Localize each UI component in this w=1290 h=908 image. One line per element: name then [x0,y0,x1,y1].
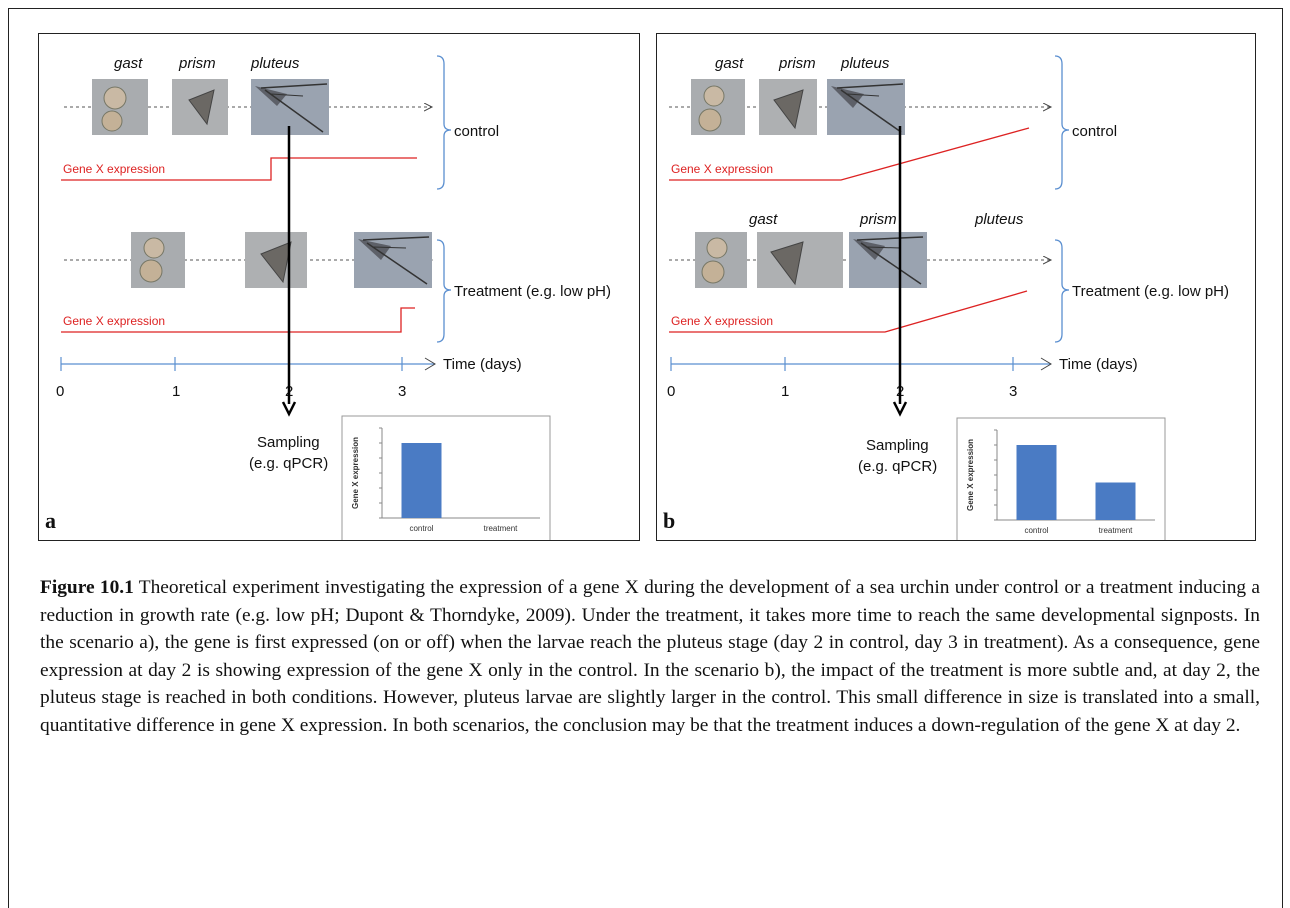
thumb-gast-top [691,79,745,135]
gene-line-treatment [669,290,1028,333]
chart-bar-treatment [1095,482,1136,520]
panel-letter-b: b [663,508,676,533]
thumb-pluteus-bottom [354,232,432,288]
gene-label-control: Gene X expression [671,162,773,176]
thumb-gast-top [92,79,148,135]
thumb-pluteus-bottom [849,232,927,288]
thumb-prism-top [172,79,228,135]
stage-label-gast-top: gast [715,55,744,72]
stage-label-pluteus-bottom: pluteus [974,211,1024,228]
figure-panel-a: gast prism pluteus control Gene X expres… [38,33,640,541]
chart-bar-control [401,443,442,518]
gene-label-control: Gene X expression [63,162,165,176]
treatment-label: Treatment (e.g. low pH) [1072,283,1229,300]
sampling-method-label: (e.g. qPCR) [858,458,937,475]
time-tick-label-1: 1 [781,383,789,400]
figure-panel-b: gast prism pluteus control Gene X expres… [656,33,1256,541]
chart-category-label-treatment: treatment [1099,526,1134,535]
control-label: control [454,123,499,140]
time-axis-arrow [424,357,436,371]
gene-label-treatment: Gene X expression [671,314,773,328]
stage-label-pluteus-top: pluteus [250,55,300,72]
stage-label-prism-top: prism [178,55,216,72]
time-tick-label-3: 3 [1009,383,1017,400]
time-tick-label-0: 0 [56,383,64,400]
gene-line-control [61,157,417,181]
time-tick-label-1: 1 [172,383,180,400]
time-axis-label: Time (days) [443,356,522,373]
control-bracket [436,55,452,190]
bar-chart-a-frame [341,415,551,540]
stage-label-gast-bottom: gast [749,211,778,228]
time-tick-label-0: 0 [667,383,675,400]
thumb-pluteus-top [251,79,329,135]
thumb-pluteus-top [827,79,905,135]
sampling-label: Sampling [866,437,929,454]
figure-caption: Figure 10.1 Theoretical experiment inves… [40,574,1260,739]
bar-chart-b: control treatment Gene X expression [966,429,1155,535]
control-bracket [1054,55,1070,190]
chart-bar-control [1016,445,1057,520]
chart-category-label-control: control [1024,526,1048,535]
chart-y-axis-label: Gene X expression [351,437,360,509]
figure-caption-text: Theoretical experiment investigating the… [40,577,1261,736]
stage-label-prism-bottom: prism [859,211,897,228]
panel-a-diagram: gast prism pluteus control Gene X expres… [56,55,611,540]
sampling-label: Sampling [257,434,320,451]
gene-line-control [669,127,1030,181]
sampling-arrowhead [892,401,908,417]
gene-line-treatment [61,307,415,333]
stage-label-pluteus-top: pluteus [840,55,890,72]
control-label: control [1072,123,1117,140]
thumb-prism-bottom [245,232,307,288]
chart-category-label-control: control [409,524,433,533]
bar-chart-a: control treatment Gene X expression [351,427,540,533]
treatment-bracket [1054,239,1070,343]
stage-label-gast-top: gast [114,55,143,72]
time-tick-label-3: 3 [398,383,406,400]
treatment-bracket [436,239,452,343]
figure-caption-label: Figure 10.1 [40,577,134,598]
panel-b-diagram: gast prism pluteus control Gene X expres… [667,55,1229,540]
time-axis-label: Time (days) [1059,356,1138,373]
page-frame [8,8,1283,908]
treatment-label: Treatment (e.g. low pH) [454,283,611,300]
stage-label-prism-top: prism [778,55,816,72]
bar-chart-b-frame [956,417,1166,540]
time-axis-arrow [1040,357,1052,371]
thumb-prism-top [759,79,817,135]
chart-y-axis-label: Gene X expression [966,439,975,511]
thumb-gast-bottom [131,232,185,288]
sampling-method-label: (e.g. qPCR) [249,455,328,472]
panel-letter-a: a [45,508,56,533]
chart-category-label-treatment: treatment [484,524,519,533]
thumb-prism-bottom [757,232,843,288]
thumb-gast-bottom [695,232,747,288]
sampling-arrowhead [281,401,297,417]
gene-label-treatment: Gene X expression [63,314,165,328]
